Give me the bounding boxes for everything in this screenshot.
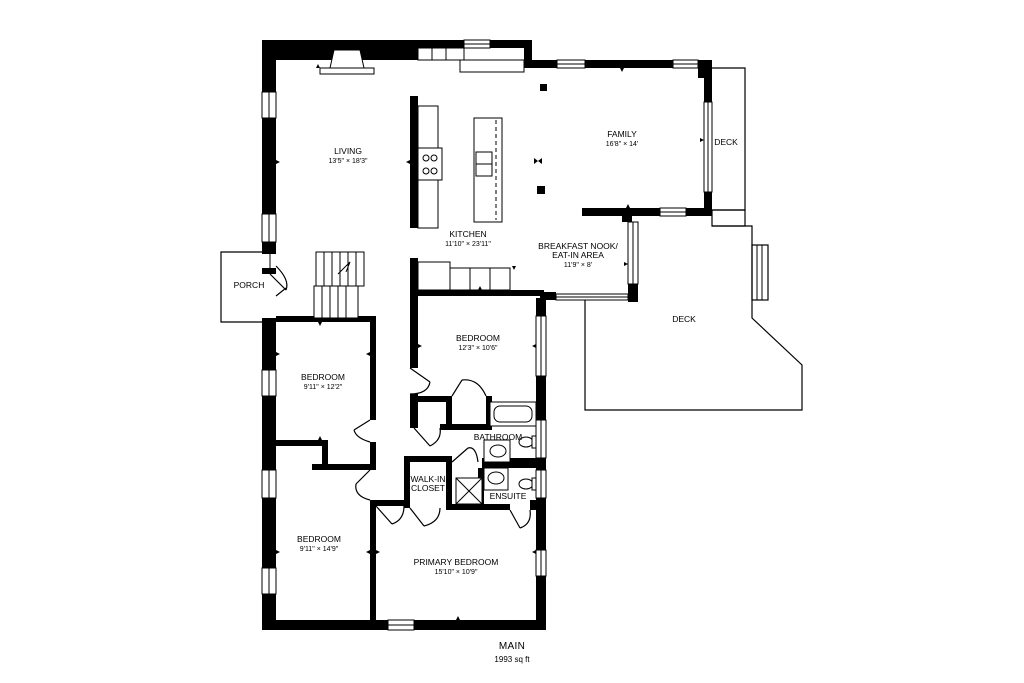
- room-label-deck-upper: DECK: [714, 137, 738, 147]
- room-label-bathroom: BATHROOM: [474, 432, 522, 442]
- room-label-walk-in-closet: WALK-IN CLOSET: [410, 474, 445, 493]
- room-name: DECK: [714, 137, 738, 147]
- room-name: ENSUITE: [490, 491, 527, 501]
- room-label-ensuite: ENSUITE: [490, 491, 527, 501]
- room-name: KITCHEN: [449, 229, 486, 239]
- kitchen-upper-cabinets: [417, 261, 511, 291]
- room-name-line1: BREAKFAST NOOK/: [538, 241, 618, 251]
- room-label-bedroom-left-bottom: BEDROOM 9'11" × 14'9": [297, 534, 341, 553]
- room-name: BEDROOM: [297, 534, 341, 544]
- room-label-bedroom-mid: BEDROOM 12'3" × 10'6": [456, 333, 500, 352]
- porch-outline: [220, 251, 265, 323]
- room-name-line1: WALK-IN: [410, 474, 445, 484]
- room-name: BEDROOM: [301, 372, 345, 382]
- room-name: PORCH: [234, 280, 265, 290]
- room-name: DECK: [672, 314, 696, 324]
- room-name: BEDROOM: [456, 333, 500, 343]
- kitchen-island: [473, 117, 503, 223]
- doors: [269, 254, 531, 529]
- room-name: LIVING: [334, 146, 362, 156]
- room-dims: 11'9" × 8': [564, 262, 592, 269]
- room-dims: 16'8" × 14': [606, 141, 639, 148]
- staircase: [313, 251, 365, 319]
- floor-name: MAIN: [498, 641, 526, 652]
- room-dims: 9'11" × 12'2": [304, 384, 343, 391]
- columns: [537, 84, 547, 194]
- room-label-deck-lower: DECK: [672, 314, 696, 324]
- room-name: BATHROOM: [474, 432, 522, 442]
- fireplace: [319, 49, 375, 75]
- room-name: PRIMARY BEDROOM: [414, 557, 499, 567]
- room-label-porch: PORCH: [234, 280, 265, 290]
- windows: [261, 39, 713, 631]
- deck-upper-outline: [711, 67, 746, 227]
- room-label-breakfast-nook: BREAKFAST NOOK/ EAT-IN AREA 11'9" × 8': [538, 241, 618, 269]
- room-dims: 9'11" × 14'9": [300, 546, 339, 553]
- room-label-family: FAMILY 16'8" × 14': [606, 129, 639, 148]
- toilets: [518, 435, 537, 491]
- room-name-line2: EAT-IN AREA: [552, 250, 604, 260]
- shower: [455, 477, 483, 505]
- interior-walls: [268, 96, 544, 630]
- room-dims: 11'10" × 23'11": [445, 241, 491, 248]
- room-name-line2: CLOSET: [411, 483, 445, 493]
- room-dims: 15'10" × 10'9": [435, 569, 478, 576]
- floor-area: 1993 sq ft: [494, 655, 530, 664]
- outlet-markers: [276, 64, 704, 620]
- room-label-bedroom-left-top: BEDROOM 9'11" × 12'2": [301, 372, 345, 391]
- room-label-living: LIVING 13'5" × 18'3": [329, 146, 368, 165]
- room-label-kitchen: KITCHEN 11'10" × 23'11": [445, 229, 491, 248]
- room-dims: 13'5" × 18'3": [329, 158, 368, 165]
- deck-lower-outline: [584, 225, 803, 411]
- bathtub: [489, 401, 537, 427]
- sinks: [483, 439, 511, 491]
- room-name: FAMILY: [607, 129, 637, 139]
- kitchen-counter-wall: [417, 105, 443, 229]
- room-label-primary-bedroom: PRIMARY BEDROOM 15'10" × 10'9": [414, 557, 499, 576]
- room-dims: 12'3" × 10'6": [459, 345, 498, 352]
- top-cabinets: [417, 47, 525, 73]
